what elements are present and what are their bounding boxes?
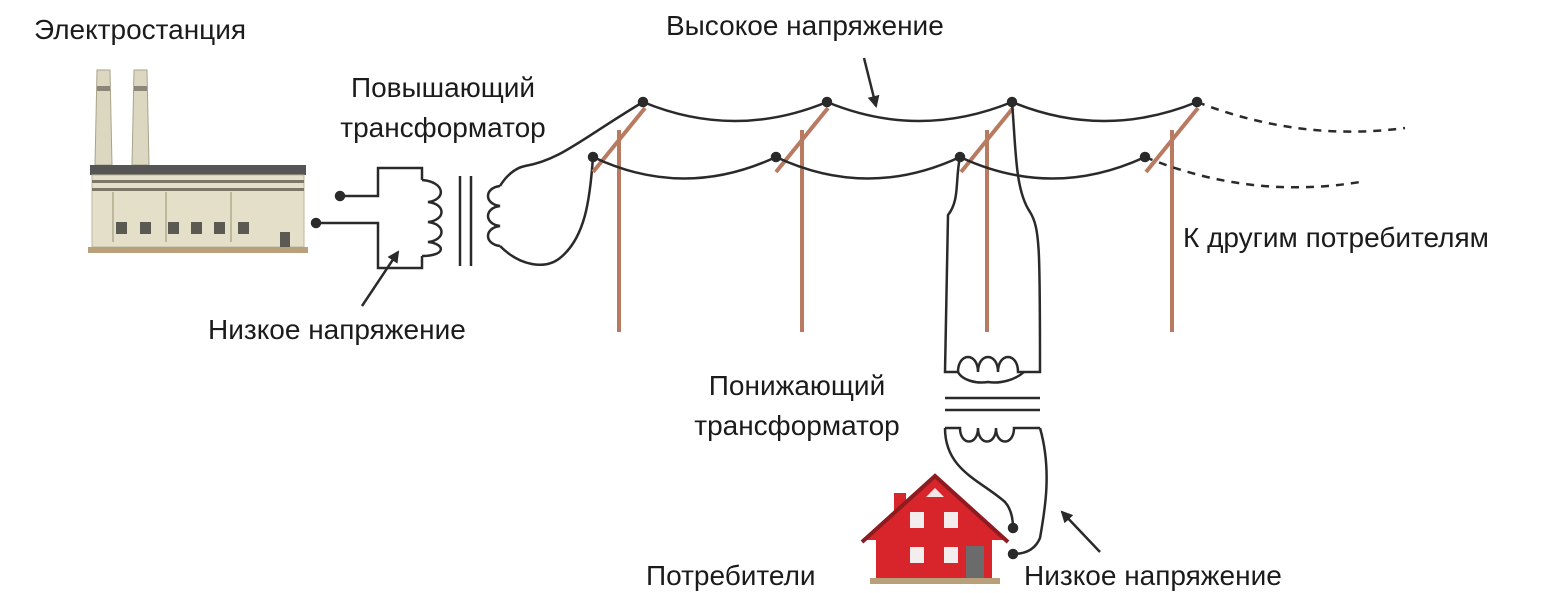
step-down-transformer-label-line2: трансформатор — [694, 410, 900, 441]
drop-wires — [943, 101, 1042, 374]
step-up-transformer-label-line1: Повышающий — [350, 72, 536, 103]
power-station-label: Электростанция — [34, 14, 247, 45]
step-down-transformer — [943, 355, 1048, 560]
power-plant-icon — [88, 69, 308, 253]
transmission-poles — [591, 106, 1200, 332]
high-voltage-label: Высокое напряжение — [666, 10, 944, 41]
consumers-label: Потребители — [646, 560, 816, 591]
step-down-transformer-label-line1: Понижающий — [708, 370, 886, 401]
pointer-arrows — [360, 57, 1101, 553]
low-voltage-source-label: Низкое напряжение — [208, 314, 466, 345]
low-voltage-consumer-label: Низкое напряжение — [1024, 560, 1282, 591]
other-consumers-label: К другим потребителям — [1183, 222, 1489, 253]
high-voltage-lines — [587, 96, 1406, 189]
house-icon — [860, 473, 1010, 584]
step-up-transformer — [421, 100, 644, 266]
source-wires — [310, 166, 424, 270]
step-up-transformer-label-line2: трансформатор — [340, 112, 546, 143]
